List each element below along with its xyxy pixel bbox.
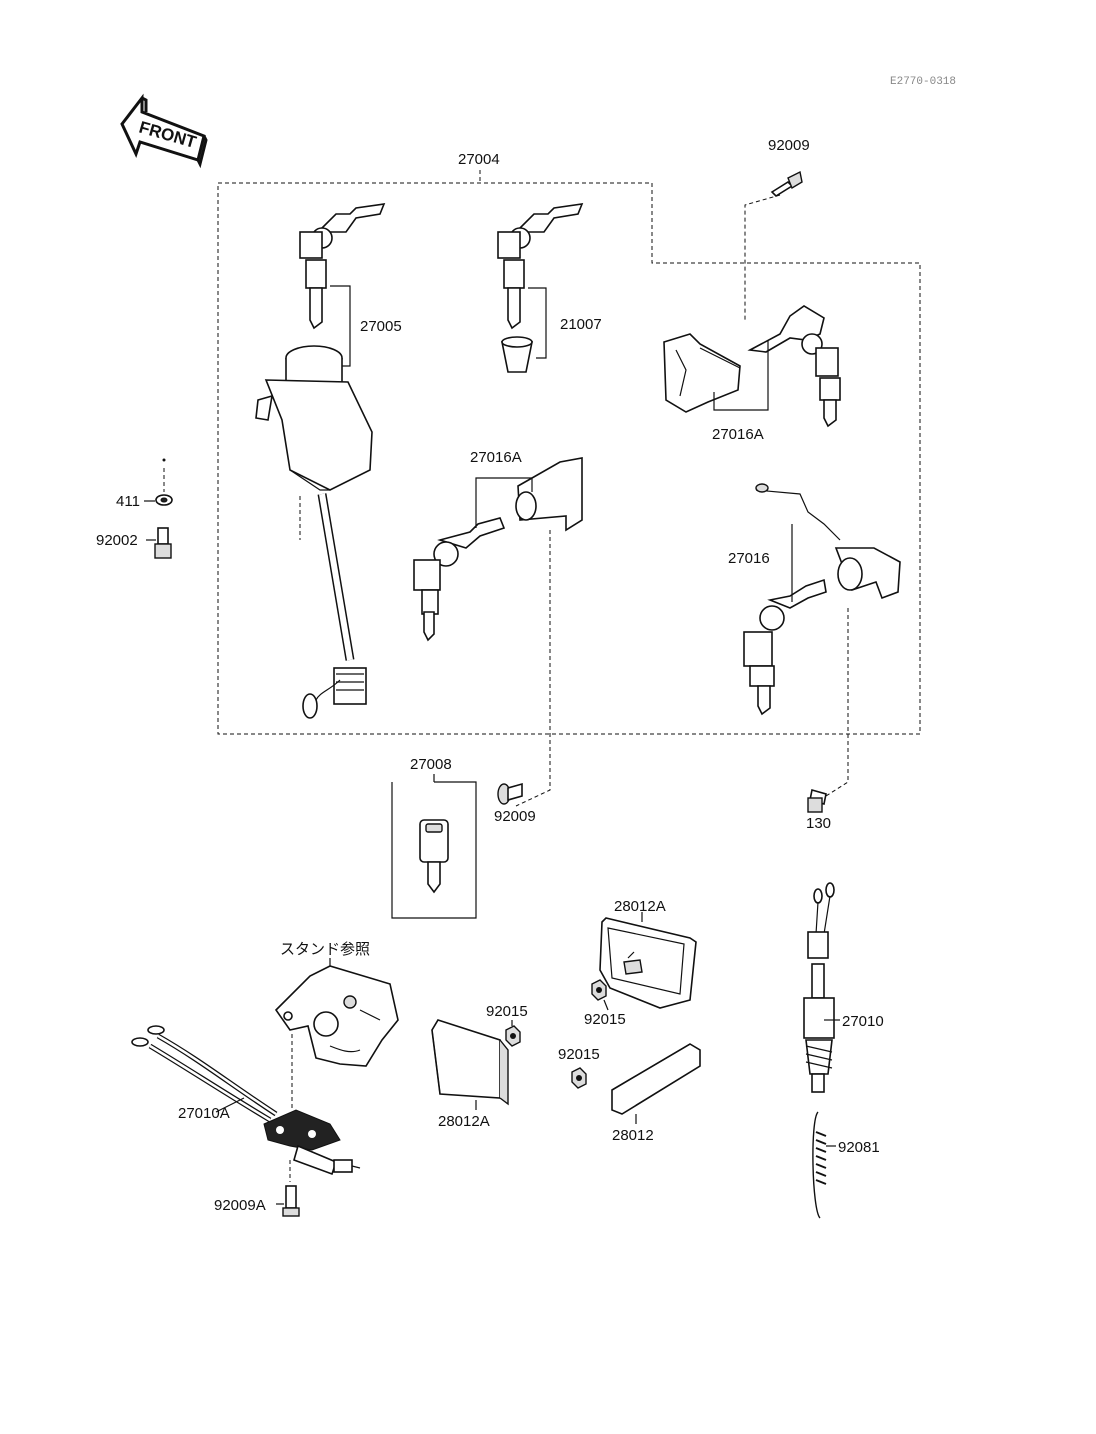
bolt-92002 — [154, 527, 172, 559]
label-28012A-bottom: 28012A — [438, 1113, 490, 1130]
lock-27016 — [743, 483, 901, 716]
neutral-switch-27010 — [803, 882, 835, 1093]
label-92015-a: 92015 — [486, 1003, 528, 1020]
leader-92009-top — [744, 194, 781, 320]
label-130: 130 — [806, 815, 831, 832]
helmet-lock-27016A — [413, 457, 583, 642]
seat-lock-27016A — [663, 305, 841, 428]
label-27016: 27016 — [728, 550, 770, 567]
reflector-28012A-left — [431, 1019, 509, 1106]
wire-92081 — [812, 1111, 827, 1219]
stand-note: スタンド参照 — [280, 941, 370, 958]
screw-92009-top — [770, 170, 803, 198]
label-92009-mid: 92009 — [494, 808, 536, 825]
nut-92015-c — [571, 1067, 587, 1089]
bracket-27016A-right — [713, 340, 769, 411]
bolt-92009A — [282, 1185, 300, 1217]
nut-92015-b — [591, 979, 607, 1001]
label-92015-c: 92015 — [558, 1046, 600, 1063]
key-blank-27008 — [419, 819, 449, 894]
key-set-27005 — [299, 203, 386, 330]
leader-92015-b — [603, 999, 609, 1011]
washer-411 — [155, 458, 173, 506]
label-27008: 27008 — [410, 756, 452, 773]
label-28012: 28012 — [612, 1127, 654, 1144]
label-27004: 27004 — [458, 151, 500, 168]
label-21007: 21007 — [560, 316, 602, 333]
ignition-switch-body — [255, 345, 373, 719]
nut-92015-a — [505, 1025, 521, 1047]
key-blank-frame — [391, 781, 477, 919]
front-arrow-icon: FRONT — [120, 93, 208, 169]
label-27005: 27005 — [360, 318, 402, 335]
label-28012A-top: 28012A — [614, 898, 666, 915]
label-411: 411 — [116, 493, 140, 510]
side-stand-switch-27010A — [131, 1025, 361, 1176]
label-92009A: 92009A — [214, 1197, 266, 1214]
bracket-21007 — [528, 287, 547, 359]
leader-92009-mid — [515, 530, 551, 807]
bracket-27016A-mid — [475, 477, 533, 528]
reflector-28012A-top — [599, 917, 697, 1009]
label-92002: 92002 — [96, 532, 138, 549]
label-27010: 27010 — [842, 1013, 884, 1030]
label-27016A-mid: 27016A — [470, 449, 522, 466]
leader-27010A — [215, 1097, 245, 1113]
key-set-21007 — [497, 203, 584, 373]
label-92015-b: 92015 — [584, 1011, 626, 1028]
label-27010A: 27010A — [178, 1105, 230, 1122]
assembly-boundary — [217, 182, 921, 735]
leader-130 — [825, 608, 849, 797]
screw-130 — [807, 788, 827, 813]
label-27016A-right: 27016A — [712, 426, 764, 443]
reflector-28012 — [611, 1043, 701, 1115]
label-92081: 92081 — [838, 1139, 880, 1156]
screw-92009-mid — [497, 782, 523, 805]
stand-bracket — [274, 965, 399, 1067]
reference-code: E2770-0318 — [890, 76, 956, 88]
label-92009-top: 92009 — [768, 137, 810, 154]
